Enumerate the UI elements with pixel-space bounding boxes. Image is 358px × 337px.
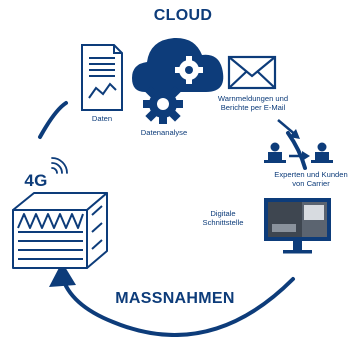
document-chart-icon bbox=[81, 44, 123, 111]
cycle-arcs bbox=[38, 101, 307, 337]
cloud-label: CLOUD bbox=[153, 7, 213, 24]
arc-bottom bbox=[60, 274, 295, 337]
chiller-unit-icon bbox=[12, 192, 108, 269]
arrow-down-right bbox=[277, 119, 300, 139]
warnmeldungen-label: Warnmeldungen und Berichte per E-Mail bbox=[217, 94, 289, 112]
datenanalyse-label: Datenanalyse bbox=[140, 128, 188, 137]
arc-left-upper bbox=[38, 101, 68, 139]
people-transfer-icon bbox=[264, 142, 333, 163]
4g-label: 4G bbox=[24, 171, 48, 190]
arrow-head-left bbox=[49, 262, 76, 287]
signal-icon bbox=[51, 157, 68, 174]
cloud-gears-icon bbox=[132, 37, 224, 92]
experten-label: Experten und Kunden von Carrier bbox=[274, 170, 348, 188]
massnahmen-label: MASSNAHMEN bbox=[115, 290, 235, 307]
gear-icon bbox=[143, 84, 183, 124]
monitor-icon bbox=[264, 198, 331, 254]
envelope-icon bbox=[227, 55, 277, 90]
digitale-label: Digitale Schnittstelle bbox=[202, 209, 244, 227]
arc-right-upper bbox=[286, 131, 307, 170]
daten-label: Daten bbox=[91, 114, 113, 123]
cloud-gear bbox=[175, 56, 203, 84]
